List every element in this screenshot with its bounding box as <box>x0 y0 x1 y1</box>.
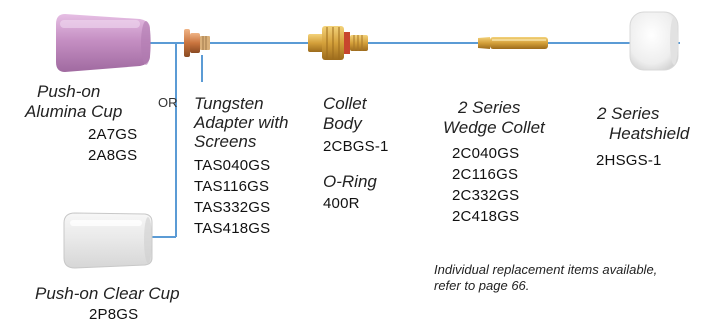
wedge-collet-number: 2C418GS <box>452 208 520 225</box>
wedge-collet-image <box>478 37 548 49</box>
tungsten-adapter-number: TAS332GS <box>194 199 271 216</box>
heatshield-number: 2HSGS-1 <box>596 152 662 169</box>
or-label: OR <box>158 95 178 110</box>
o-ring-band <box>344 32 350 54</box>
clear-cup-name: Push-on Clear Cup <box>35 284 180 303</box>
alumina-cup-name-2: Alumina Cup <box>25 102 123 121</box>
clear-cup-image <box>63 212 153 269</box>
wedge-collet-number: 2C116GS <box>452 166 519 183</box>
tungsten-adapter-name-3: Screens <box>194 132 257 151</box>
alumina-cup-number: 2A8GS <box>88 147 138 164</box>
o-ring-name: O-Ring <box>323 172 377 191</box>
tungsten-adapter-name-1: Tungsten <box>194 94 264 113</box>
alumina-cup-numbers: 2A7GS 2A8GS <box>88 124 137 166</box>
wedge-collet-name-2: Wedge Collet <box>443 118 545 137</box>
tungsten-adapter-number: TAS418GS <box>194 220 271 237</box>
tungsten-adapter-number: TAS116GS <box>194 178 270 195</box>
replacement-note-line-1: Individual replacement items available, <box>434 262 658 277</box>
heatshield-name-1: 2 Series <box>597 104 660 123</box>
collet-body-image <box>308 26 368 60</box>
tungsten-adapter-image <box>184 29 210 57</box>
heatshield-name-2: Heatshield <box>609 124 690 143</box>
alumina-cup-name-1: Push-on <box>37 82 101 101</box>
clear-cup-number: 2P8GS <box>89 306 139 323</box>
alumina-cup-image <box>56 14 151 72</box>
tungsten-adapter-name-2: Adapter with <box>194 113 289 132</box>
collet-body-number: 2CBGS-1 <box>323 138 389 155</box>
tungsten-adapter-number: TAS040GS <box>194 157 271 174</box>
tungsten-adapter-numbers: TAS040GS TAS116GS TAS332GS TAS418GS <box>194 155 270 239</box>
wedge-collet-number: 2C040GS <box>452 145 520 162</box>
wedge-collet-name-1: 2 Series <box>458 98 521 117</box>
wedge-collet-numbers: 2C040GS 2C116GS 2C332GS 2C418GS <box>452 143 519 227</box>
collet-body-name-1: Collet <box>323 94 367 113</box>
alumina-cup-number: 2A7GS <box>88 126 138 143</box>
replacement-note-line-2: refer to page 66. <box>434 278 530 293</box>
heatshield-image <box>629 11 679 71</box>
wedge-collet-number: 2C332GS <box>452 187 520 204</box>
connector-lines <box>150 42 680 238</box>
collet-body-name-2: Body <box>323 114 362 133</box>
o-ring-number: 400R <box>323 195 360 212</box>
